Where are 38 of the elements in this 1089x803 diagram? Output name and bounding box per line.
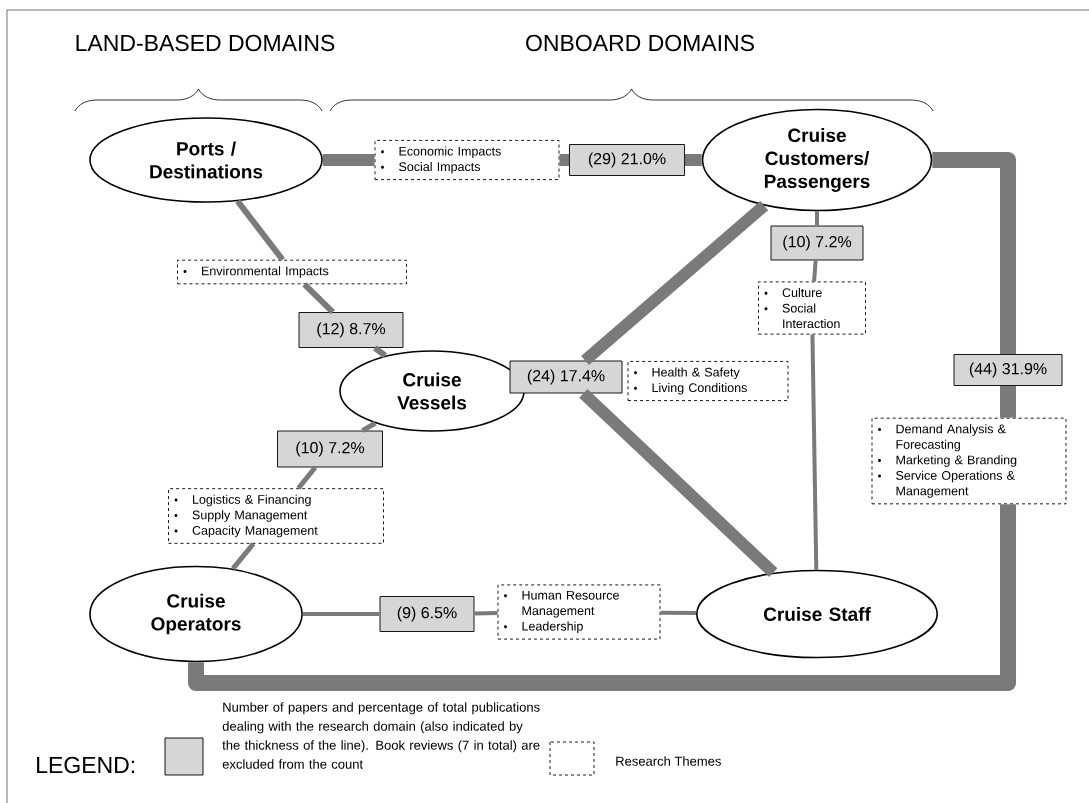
- domain-heading: LAND-BASED DOMAINS: [76, 34, 335, 52]
- connector-line: [302, 612, 380, 616]
- connector-line: [322, 154, 375, 166]
- connector-line: [373, 345, 387, 359]
- connector-line: [361, 421, 377, 433]
- count-box: (10) 7.2%: [277, 430, 383, 468]
- legend-text: Research Themes: [616, 756, 721, 766]
- theme-box: Culture Social Interaction: [758, 281, 866, 335]
- connector-line: [188, 504, 1016, 691]
- legend-heading: LEGEND:: [37, 756, 135, 774]
- connector-line: [235, 199, 285, 262]
- theme-box: Logistics & Financing Supply Management Capacity Management: [168, 488, 384, 544]
- theme-box: Human Resource Management Leadership: [497, 584, 661, 640]
- count-box: (29) 21.0%: [569, 144, 685, 176]
- count-box: (24) 17.4%: [509, 360, 623, 394]
- theme-box: Health & Safety Living Conditions: [627, 361, 789, 402]
- legend-text: Number of papers and percentage of total publications dealing with the research domain (also indicated by the thickness of the line). Book reviews (7 in total) are excluded from the count: [222, 702, 540, 769]
- connector-line: [1000, 385, 1016, 418]
- count-box: (10) 7.2%: [770, 225, 864, 261]
- count-box: (44) 31.9%: [953, 354, 1063, 386]
- connector-line: [579, 389, 778, 578]
- connector-line: [812, 260, 818, 282]
- theme-box: Economic Impacts Social Impacts: [374, 140, 560, 181]
- count-box: (9) 6.5%: [379, 596, 475, 632]
- count-box: (12) 8.7%: [298, 312, 404, 348]
- connector-line: [296, 465, 318, 490]
- connector-line: [932, 152, 1016, 355]
- connector-line: [559, 154, 570, 166]
- theme-box: Demand Analysis & Forecasting Marketing & Branding Service Operations & Management: [871, 417, 1067, 505]
- connector-line: [684, 154, 702, 166]
- connector-line: [231, 542, 256, 571]
- connector-line: [810, 334, 819, 570]
- theme-box: Environmental Impacts: [177, 259, 407, 285]
- connector-line: [660, 610, 697, 615]
- connector-line: [474, 611, 498, 616]
- domain-heading: ONBOARD DOMAINS: [526, 34, 754, 52]
- connector-line: [815, 211, 819, 226]
- connector-line: [302, 282, 335, 315]
